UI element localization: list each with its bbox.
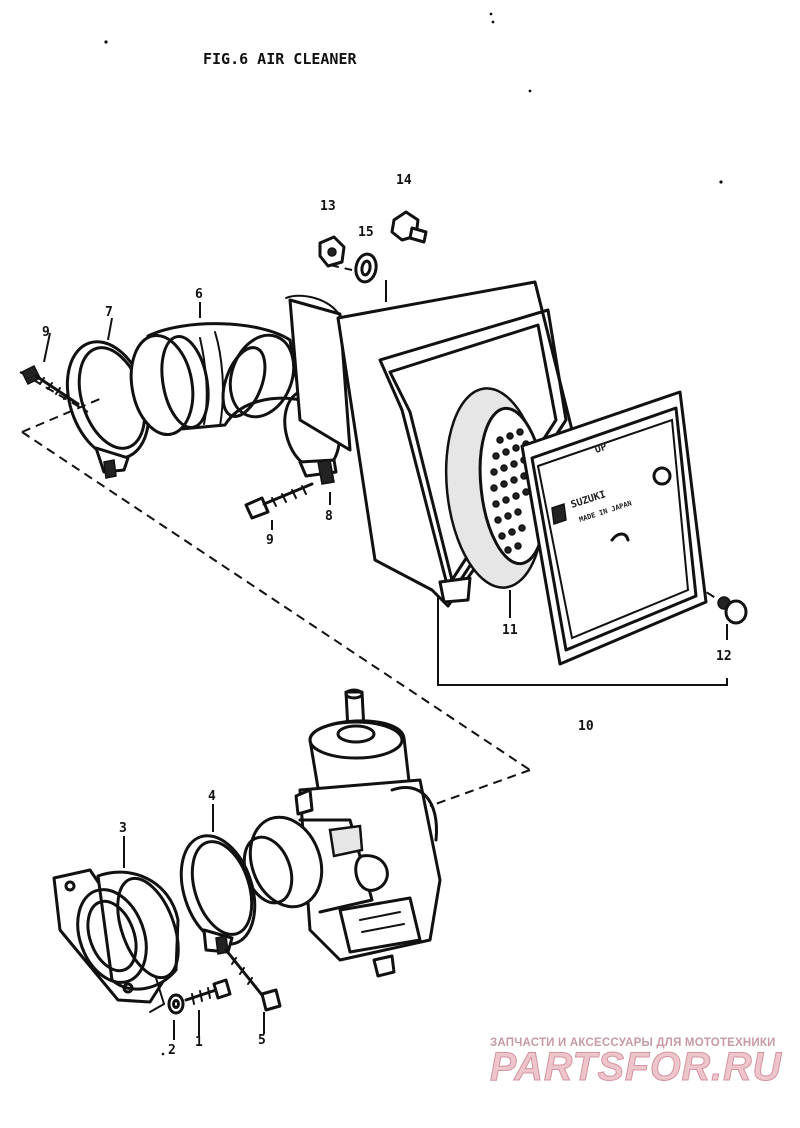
- intake-pipe-3: [52, 868, 180, 1013]
- scan-specks: [104, 12, 723, 1056]
- washer-2: [167, 993, 185, 1015]
- part-label-10: 10: [578, 719, 594, 734]
- washer-15: [354, 252, 378, 284]
- part-label-2: 2: [168, 1043, 176, 1058]
- part-label-9-upper: 9: [42, 325, 50, 340]
- part-label-6: 6: [195, 287, 203, 302]
- watermark: ЗАПЧАСТИ И АКСЕССУАРЫ ДЛЯ МОТОТЕХНИКИ PA…: [490, 1037, 782, 1090]
- figure-title: FIG.6 AIR CLEANER: [203, 50, 357, 68]
- bolt-9-lower: [244, 482, 314, 520]
- bolt-1: [184, 978, 232, 1005]
- part-label-8: 8: [325, 509, 333, 524]
- screw-5: [224, 948, 282, 1012]
- part-label-14: 14: [396, 173, 412, 188]
- nut-13: [318, 235, 346, 268]
- part-label-15: 15: [358, 225, 374, 240]
- part-label-1: 1: [195, 1035, 203, 1050]
- part-label-3: 3: [119, 821, 127, 836]
- part-label-9-lower: 9: [266, 533, 274, 548]
- part-label-11: 11: [502, 623, 518, 638]
- filter-element-11: [444, 387, 548, 589]
- part-label-12: 12: [716, 649, 732, 664]
- bolt-14: [390, 210, 428, 244]
- screw-12: [717, 596, 748, 625]
- part-label-7: 7: [105, 305, 113, 320]
- intake-hose-6: [129, 322, 302, 437]
- bolt-9-left: [20, 364, 80, 406]
- part-label-13: 13: [320, 199, 336, 214]
- part-label-5: 5: [258, 1033, 266, 1048]
- part-label-4: 4: [208, 789, 216, 804]
- watermark-site: PARTSFOR.RU: [490, 1045, 782, 1089]
- carburetor: [242, 688, 442, 978]
- cover-mark-up: UP: [594, 442, 609, 456]
- part-labels: 2 1 3 4 5 6 7 8 9 9 10 11 12 13 14 15: [42, 173, 732, 1058]
- watermark-tagline: ЗАПЧАСТИ И АКСЕССУАРЫ ДЛЯ МОТОТЕХНИКИ: [490, 1037, 776, 1049]
- cover-10: UP SUZUKI MADE IN JAPAN: [520, 390, 708, 666]
